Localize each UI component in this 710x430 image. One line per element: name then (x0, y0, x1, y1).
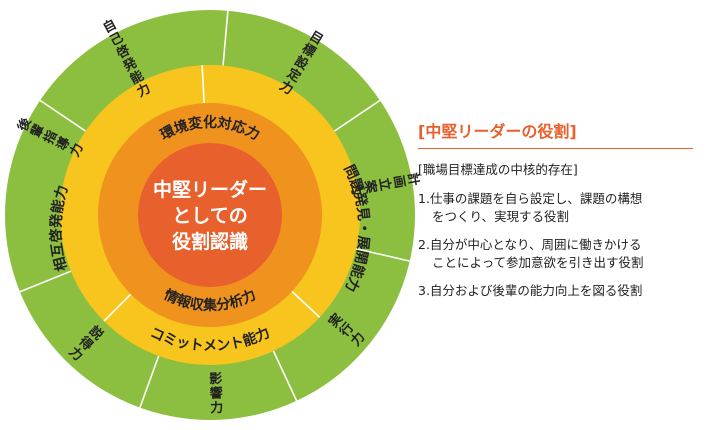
outer-divider-7 (19, 270, 72, 293)
role-item-3: 3.自分および後輩の能力向上を図る役割 (418, 282, 703, 300)
outer-divider-6 (139, 355, 160, 408)
panel-divider (418, 148, 693, 149)
center-label-line1: 中堅リーダー (153, 178, 267, 201)
outer-divider-1 (39, 99, 87, 132)
outer-ring-label-5-char: 響 (209, 385, 223, 401)
outer-ring-label-5-char: 力 (210, 400, 224, 416)
outer-divider-3 (333, 99, 381, 132)
role-panel: [中堅リーダーの役割] [職場目標達成の中核的存在] 1.仕事の課題を自ら設定し… (418, 118, 703, 310)
panel-title: [中堅リーダーの役割] (418, 122, 577, 141)
role-item-3-line1: 3.自分および後輩の能力向上を図る役割 (418, 283, 643, 298)
outer-ring-label-7-char: 指 (41, 128, 61, 147)
yellow-divider-1 (201, 65, 205, 104)
role-item-2-line1: 2.自分が中心となり、周囲に働きかける (418, 237, 642, 252)
outer-ring-label-3-char: 画 (390, 174, 407, 189)
outer-divider-5 (272, 350, 298, 402)
outer-ring-label-7-char: 輩 (28, 122, 48, 141)
center-circle (138, 143, 282, 287)
yellow-divider-2 (291, 290, 321, 318)
yellow-ring-dividers (103, 65, 321, 322)
role-item-2: 2.自分が中心となり、周囲に働きかける ことによって参加意欲を引き出す役割 (418, 236, 703, 272)
center-label-line2: としての (172, 205, 247, 227)
role-item-2-line2: ことによって参加意欲を引き出す役割 (432, 255, 644, 270)
outer-ring-label-7-char: 力 (67, 141, 87, 160)
outer-ring-label-3-char: 計 (404, 171, 420, 187)
competency-ring-diagram: 環境変化対応力 情報収集分析力 相互啓発能力 問題発見・展開能力 コミットメント… (5, 10, 420, 420)
outer-divider-2 (222, 10, 229, 66)
yellow-divider-3 (103, 293, 132, 322)
panel-subtitle: [職場目標達成の中核的存在] (418, 162, 578, 177)
center-label-line3: 役割認識 (172, 230, 248, 253)
outer-ring-label-5: 影響力 (209, 371, 224, 416)
role-item-1-line1: 1.仕事の課題を自ら設定し、課題の構想 (418, 191, 643, 206)
role-item-1-line2: をつくり、実現する役割 (432, 209, 570, 224)
outer-ring-label-3-char: 案 (361, 178, 379, 196)
outer-ring-label-3-char: 立 (376, 176, 394, 192)
outer-ring-dividers (19, 10, 410, 408)
role-item-1: 1.仕事の課題を自ら設定し、課題の構想 をつくり、実現する役割 (418, 190, 703, 226)
outer-ring-label-5-char: 影 (209, 371, 223, 387)
outer-ring-label-3-char: 力 (347, 181, 365, 197)
outer-ring-label-1-char: 己 (108, 30, 127, 49)
outer-divider-4 (355, 247, 410, 262)
outer-ring-label-7-char: 導 (54, 134, 74, 153)
